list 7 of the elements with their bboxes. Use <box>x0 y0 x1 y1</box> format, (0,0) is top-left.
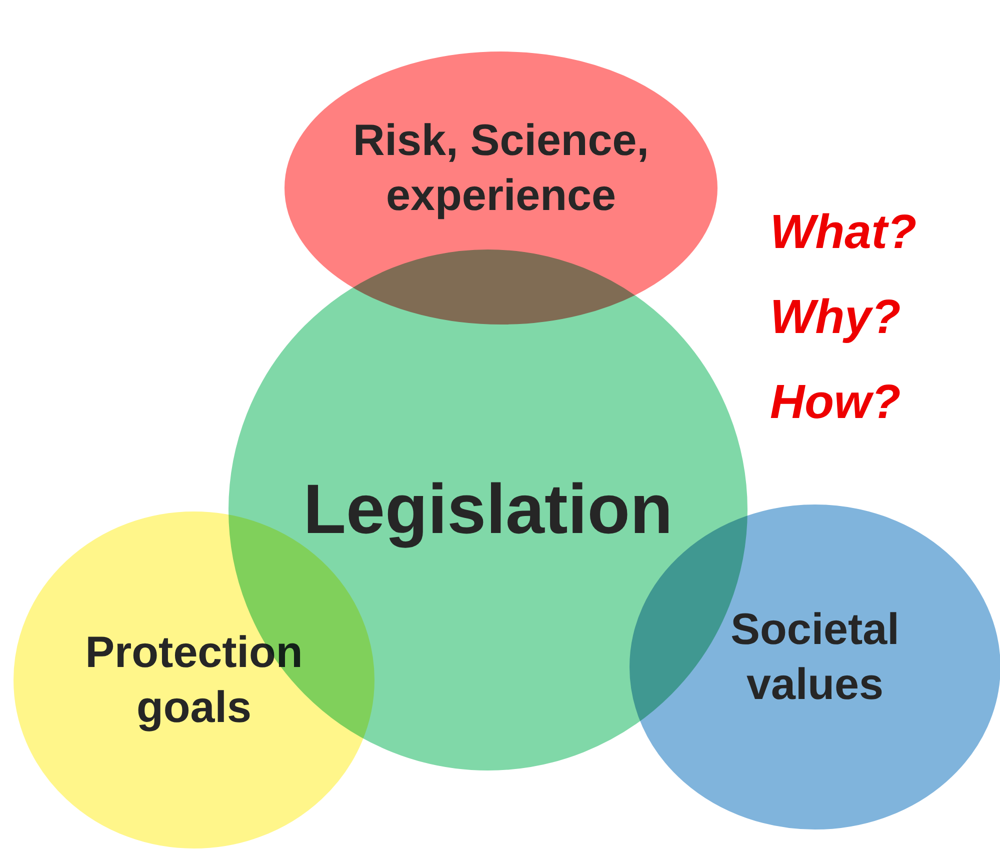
question-text: What? <box>770 205 917 261</box>
question-text: How? <box>770 374 902 431</box>
circle-label: Risk, Science, experience <box>352 115 650 222</box>
circle-shape <box>283 50 719 326</box>
circle-label: Societal values <box>730 604 900 711</box>
question-text: Why? <box>770 290 902 346</box>
circle-label: Legislation <box>302 469 674 550</box>
